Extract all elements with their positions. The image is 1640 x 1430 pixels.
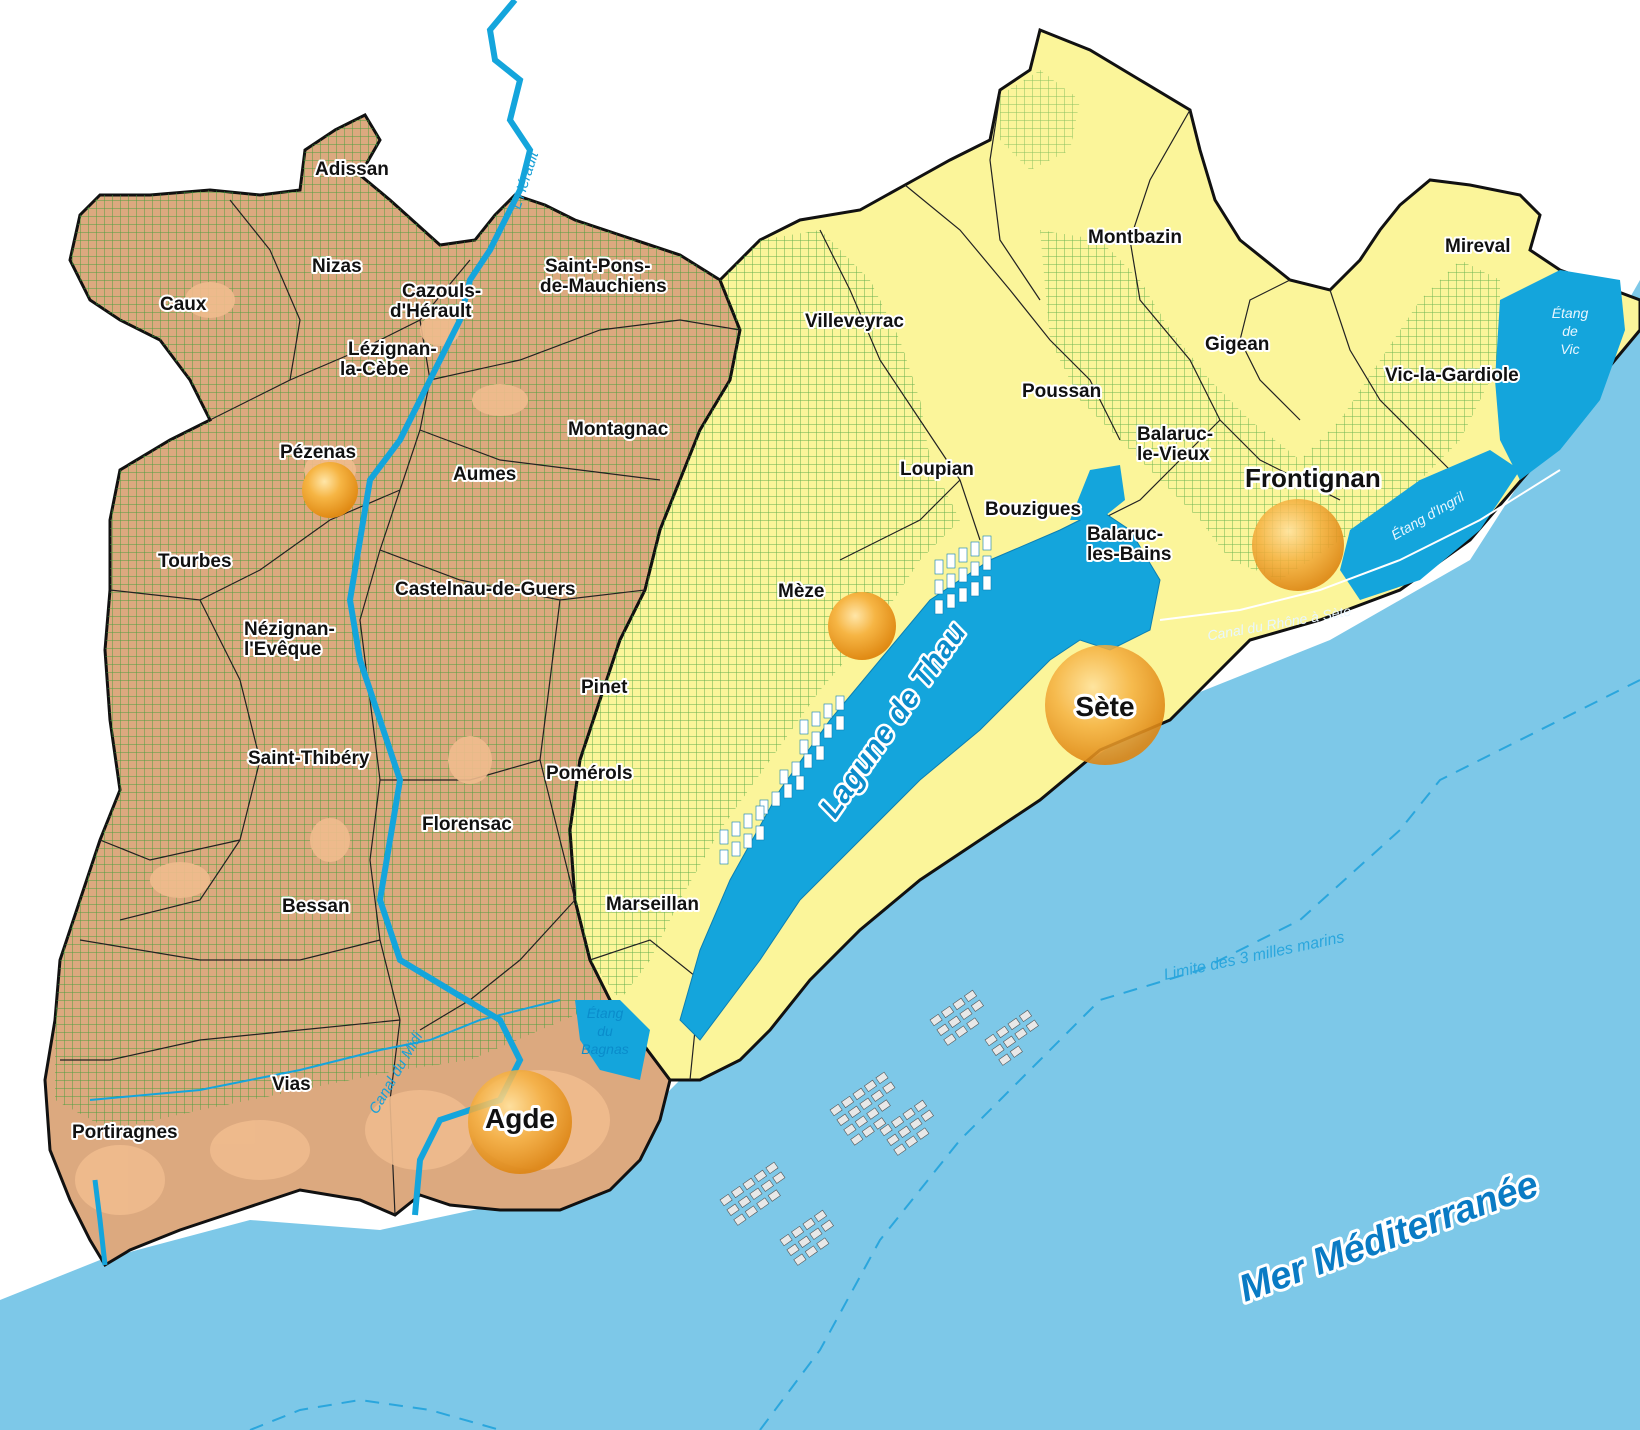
town-bessan: Bessan <box>282 896 350 917</box>
oyster-tables <box>719 535 992 865</box>
town-montagnac: Montagnac <box>568 419 669 440</box>
town-balaruc-bains-2: les-Bains <box>1087 544 1171 565</box>
agde-marker <box>468 1070 572 1174</box>
west-town-labels: Adissan Nizas Caux Cazouls- d'Hérault Sa… <box>70 157 671 1145</box>
town-saint-pons-1: Saint-Pons- <box>545 256 651 277</box>
town-balaruc-vieux-1: Balaruc- <box>1137 424 1213 445</box>
label-etang-bagnas-2: du <box>597 1023 613 1039</box>
town-marseillan: Marseillan <box>606 894 699 915</box>
town-nezignan-2: l'Evêque <box>244 639 321 660</box>
east-zone-hatch <box>570 230 960 1000</box>
label-etang-bagnas-3: Bagnas <box>581 1041 628 1057</box>
town-castelnau: Castelnau-de-Guers <box>395 579 576 600</box>
town-loupian: Loupian <box>900 459 974 480</box>
bassin-nord <box>1070 465 1125 520</box>
etang-bagnas <box>575 1000 650 1080</box>
town-meze: Mèze <box>778 581 824 602</box>
pezenas-marker <box>302 462 358 518</box>
lagune-de-thau <box>679 509 1161 1041</box>
canal-rhone-sete <box>1159 469 1561 621</box>
frontignan-marker <box>1252 499 1344 591</box>
town-nizas: Nizas <box>312 256 362 277</box>
town-pomerols: Pomérols <box>546 763 633 784</box>
etang-vic <box>1495 270 1625 480</box>
label-etang-vic-2: de <box>1562 323 1578 339</box>
town-pinet: Pinet <box>581 677 628 698</box>
west-river <box>92 1179 108 1266</box>
limit-3-miles <box>759 679 1640 1430</box>
town-caux: Caux <box>160 294 207 315</box>
town-aumes: Aumes <box>453 464 516 485</box>
town-balaruc-bains-1: Balaruc- <box>1087 524 1163 545</box>
town-vic-la-gardiole: Vic-la-Gardiole <box>1385 365 1519 386</box>
east-zone-hatch-3 <box>1000 70 1080 170</box>
town-portiragnes: Portiragnes <box>72 1122 178 1143</box>
town-montbazin: Montbazin <box>1088 227 1182 248</box>
town-florensac: Florensac <box>422 814 512 835</box>
city-markers <box>302 462 1344 1174</box>
town-villeveyrac: Villeveyrac <box>805 311 904 332</box>
etang-ingril <box>1340 450 1520 600</box>
town-bouzigues: Bouzigues <box>985 499 1081 520</box>
town-cazouls-1: Cazouls- <box>402 281 481 302</box>
town-saint-pons-2: de-Mauchiens <box>540 276 667 297</box>
town-lezignan-1: Lézignan- <box>348 339 437 360</box>
town-tourbes: Tourbes <box>158 551 232 572</box>
city-frontignan: Frontignan <box>1245 463 1381 493</box>
offshore-tables <box>719 989 1039 1266</box>
city-sete: Sète <box>1075 691 1134 722</box>
canal-du-midi <box>89 999 561 1101</box>
label-etang-vic-1: Étang <box>1552 305 1589 321</box>
sete-marker <box>1045 645 1165 765</box>
commune-boundaries <box>60 94 1461 1216</box>
town-balaruc-vieux-2: le-Vieux <box>1137 444 1210 465</box>
herault-river <box>346 0 534 1216</box>
label-etang-bagnas-1: Étang <box>587 1005 624 1021</box>
label-etang-vic-3: Vic <box>1560 341 1579 357</box>
town-poussan: Poussan <box>1022 381 1101 402</box>
town-vias: Vias <box>272 1074 311 1095</box>
town-saint-thibery: Saint-Thibéry <box>248 748 370 769</box>
east-town-labels: Montbazin Mireval Villeveyrac Gigean Pou… <box>604 225 1521 917</box>
city-agde: Agde <box>485 1103 555 1134</box>
town-cazouls-2: d'Hérault <box>390 301 472 322</box>
town-pezenas: Pézenas <box>280 442 356 463</box>
limit-south <box>249 1398 501 1430</box>
town-gigean: Gigean <box>1205 334 1269 355</box>
town-adissan: Adissan <box>315 159 389 180</box>
meze-marker <box>828 592 896 660</box>
town-lezignan-2: la-Cèbe <box>340 359 409 380</box>
town-nezignan-1: Nézignan- <box>244 619 335 640</box>
town-mireval: Mireval <box>1445 236 1510 257</box>
